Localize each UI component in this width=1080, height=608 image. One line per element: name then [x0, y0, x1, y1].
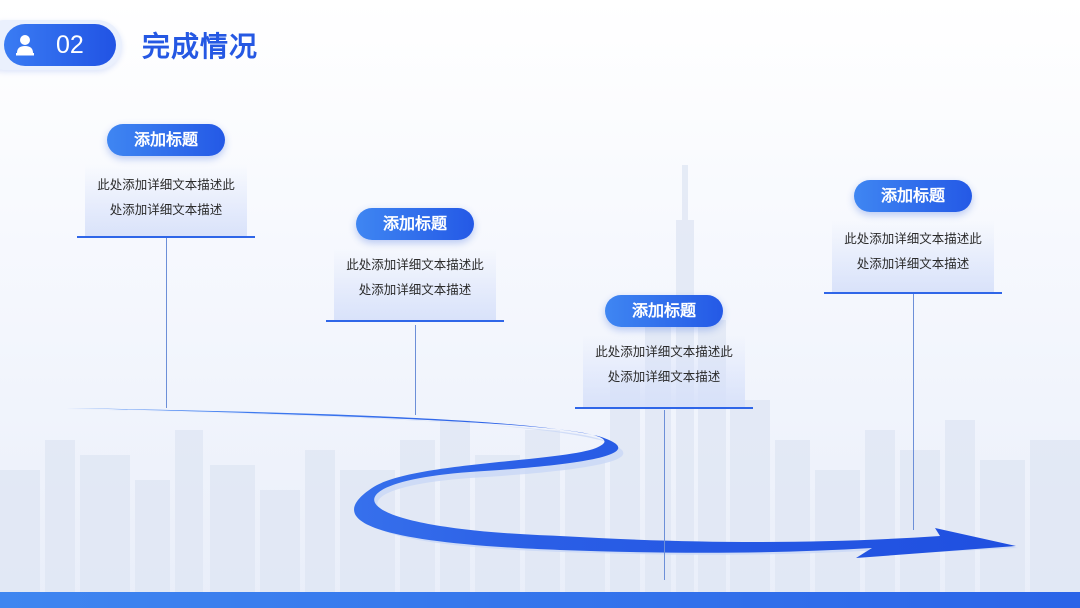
- milestone-stem-3: [664, 410, 665, 580]
- milestone-stem-1: [166, 238, 167, 408]
- milestone-description: 此处添加详细文本描述此 处添加详细文本描述: [326, 252, 504, 302]
- description-line-2: 处添加详细文本描述: [358, 282, 472, 297]
- section-badge-inner: 02: [4, 24, 116, 66]
- milestone-baseline: [326, 320, 504, 322]
- person-icon: [16, 35, 34, 56]
- milestone-description: 此处添加详细文本描述此 处添加详细文本描述: [575, 339, 753, 389]
- milestone-description: 此处添加详细文本描述此 处添加详细文本描述: [77, 172, 255, 222]
- road-ribbon: [66, 408, 1016, 558]
- section-number: 02: [56, 31, 84, 59]
- milestone-baseline: [575, 407, 753, 409]
- milestone-card: [85, 164, 247, 236]
- milestone-stem-4: [913, 294, 914, 530]
- footer-bar: [0, 592, 1080, 608]
- milestone-title: 添加标题: [854, 180, 972, 212]
- milestone-description: 此处添加详细文本描述此 处添加详细文本描述: [824, 226, 1002, 276]
- description-line-2: 处添加详细文本描述: [607, 369, 721, 384]
- milestone-baseline: [824, 292, 1002, 294]
- milestone-stem-2: [415, 325, 416, 415]
- description-line-2: 处添加详细文本描述: [856, 256, 970, 271]
- milestone-title: 添加标题: [107, 124, 225, 156]
- description-line-1: 此处添加详细文本描述此: [844, 231, 982, 246]
- description-line-1: 此处添加详细文本描述此: [97, 177, 235, 192]
- milestone-title: 添加标题: [605, 295, 723, 327]
- milestone-card: [832, 220, 994, 292]
- description-line-2: 处添加详细文本描述: [109, 202, 223, 217]
- section-badge: 02: [0, 20, 122, 70]
- milestone-card: [583, 335, 745, 407]
- description-line-1: 此处添加详细文本描述此: [595, 344, 733, 359]
- page-title: 完成情况: [142, 30, 259, 63]
- description-line-1: 此处添加详细文本描述此: [346, 257, 484, 272]
- milestone-card: [334, 248, 496, 320]
- milestone-baseline: [77, 236, 255, 238]
- milestone-title: 添加标题: [356, 208, 474, 240]
